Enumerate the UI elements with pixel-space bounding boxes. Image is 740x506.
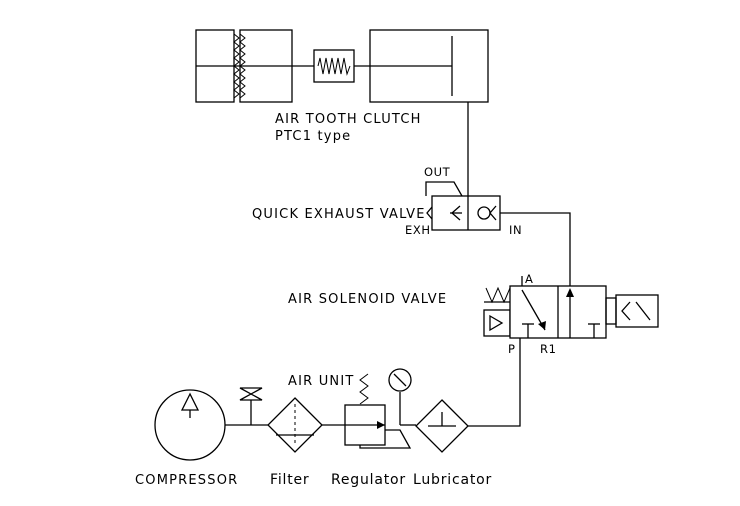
air-line-qev-in: [500, 212, 571, 286]
lubricator: Lubricator: [413, 399, 492, 488]
qev-port-in: IN: [509, 223, 522, 237]
flow-up-arrowhead-icon: [566, 288, 574, 297]
compressor-arrow-icon: [180, 392, 200, 411]
lubricator-label: Lubricator: [413, 472, 492, 488]
qev-out-port: [425, 181, 463, 197]
qev-exh-port: [426, 206, 433, 220]
solenoid-chevron-icon: [621, 301, 631, 321]
solenoid-coil-line: [635, 301, 651, 321]
drain-valve-icon: [239, 387, 263, 401]
qev-body: [431, 195, 501, 231]
qev-label: QUICK EXHAUST VALVE: [252, 207, 426, 222]
sv-port-p: P: [508, 342, 516, 356]
regulator-spring-icon: [359, 373, 369, 405]
clutch-title: AIR TOOTH CLUTCH: [275, 112, 422, 127]
solenoid-coil-box: [615, 294, 659, 328]
solenoid-valve-label: AIR SOLENOID VALVE: [288, 292, 447, 307]
air-tooth-clutch: AIR TOOTH CLUTCH PTC1 type: [195, 29, 489, 144]
gauge-needle: [393, 373, 407, 387]
spring-icon: [317, 57, 351, 76]
regulator-pilot-line: [359, 429, 412, 449]
clutch-subtitle: PTC1 type: [275, 129, 351, 144]
pilot-box-left: [483, 309, 511, 337]
sv-port-a: A: [525, 272, 533, 286]
sv-port-r1: R1: [540, 342, 557, 356]
air-unit-label: AIR UNIT: [288, 374, 355, 389]
compressor-label: COMPRESSOR: [135, 473, 238, 488]
compressor-circle: [154, 389, 226, 461]
flow-arrowhead-icon: [538, 321, 546, 330]
qev-port-exh: EXH: [405, 223, 431, 237]
regulator-arrow-icon: [377, 421, 385, 429]
air-line-supply: [468, 338, 521, 427]
check-seat-icon: [489, 205, 497, 221]
pilot-triangle-icon: [489, 314, 504, 332]
clutch-cylinder: [369, 29, 489, 103]
air-solenoid-valve: A P R1 AIR SOLENOID VALVE: [288, 272, 659, 356]
compressor: COMPRESSOR: [135, 389, 238, 488]
return-spring-icon: [485, 286, 511, 304]
quick-exhaust-valve: OUT EXH IN QUICK EXHAUST VALVE: [252, 165, 522, 237]
regulator-label: Regulator: [331, 472, 406, 488]
solenoid-connector: [605, 297, 617, 325]
filter: Filter: [239, 387, 323, 488]
filter-label: Filter: [270, 472, 309, 488]
qev-port-out: OUT: [424, 165, 451, 179]
regulator: Regulator: [331, 368, 412, 488]
